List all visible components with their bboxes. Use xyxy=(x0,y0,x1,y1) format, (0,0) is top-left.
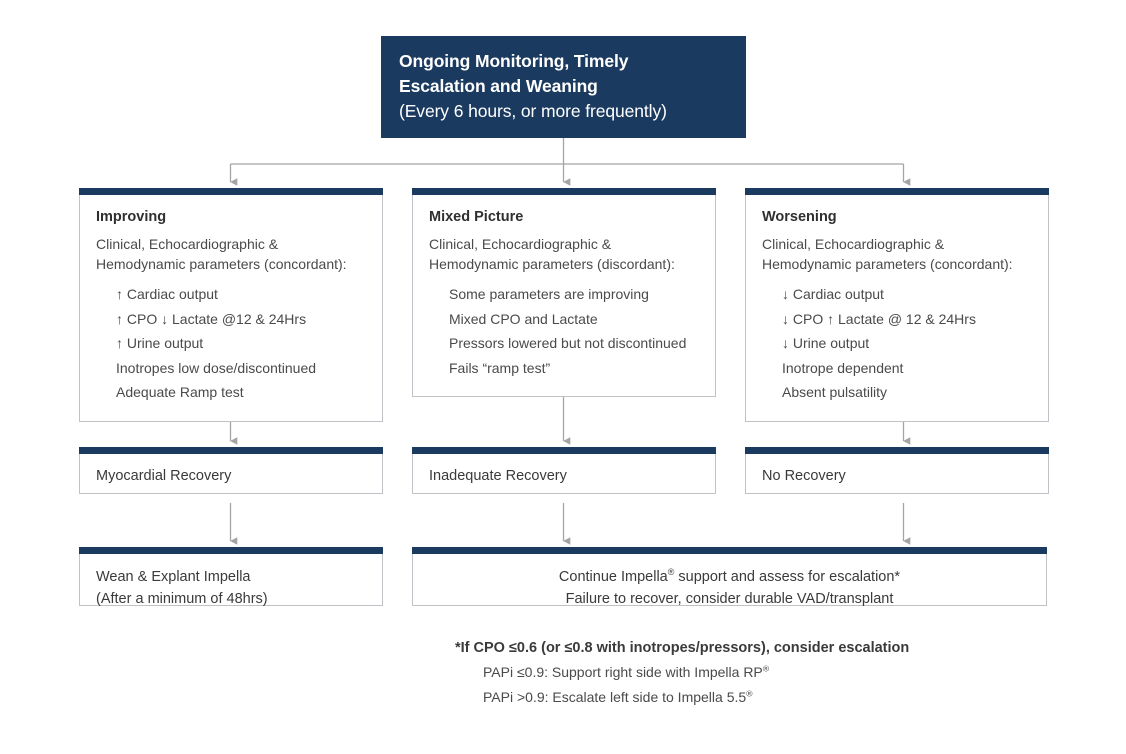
cap-bar xyxy=(79,188,383,195)
list-item: Absent pulsatility xyxy=(782,384,888,400)
header-line-2: Escalation and Weaning xyxy=(399,76,598,96)
header-line-1: Ongoing Monitoring, Timely xyxy=(399,51,629,71)
recovery-body: No Recovery xyxy=(745,454,1049,494)
recovery-body: Inadequate Recovery xyxy=(412,454,716,494)
criteria-box-mixed-picture: Mixed Picture Clinical, Echocardiographi… xyxy=(412,188,716,397)
criteria-box-worsening: Worsening Clinical, Echocardiographic & … xyxy=(745,188,1049,422)
footnote-sub-1-text: PAPi ≤0.9: Support right side with Impel… xyxy=(483,664,763,680)
cap-bar xyxy=(412,188,716,195)
outcome-body: Wean & Explant Impella (After a minimum … xyxy=(79,554,383,607)
footnote-sub-2: PAPi >0.9: Escalate left side to Impella… xyxy=(455,685,1055,710)
list-item: ↓ Cardiac output xyxy=(782,286,884,302)
criteria-body: Mixed Picture Clinical, Echocardiographi… xyxy=(412,195,716,397)
criteria-box-improving: Improving Clinical, Echocardiographic & … xyxy=(79,188,383,422)
list-item: Mixed CPO and Lactate xyxy=(449,310,598,327)
criteria-title: Improving xyxy=(96,209,167,225)
criteria-subtitle: Clinical, Echocardiographic & Hemodynami… xyxy=(96,236,347,272)
recovery-label: Myocardial Recovery xyxy=(96,468,232,484)
recovery-label: Inadequate Recovery xyxy=(429,468,567,484)
cap-bar xyxy=(79,547,383,554)
outcome-body: Continue Impella® support and assess for… xyxy=(412,554,1047,607)
cap-bar xyxy=(412,547,1047,554)
outcome-line-1-pre: Continue Impella xyxy=(558,569,668,585)
criteria-list: ↑ Cardiac output ↑ CPO ↓ Lactate @12 & 2… xyxy=(96,282,366,405)
footnote-main: *If CPO ≤0.6 (or ≤0.8 with inotropes/pre… xyxy=(455,640,910,656)
cap-bar xyxy=(745,447,1049,454)
criteria-subtitle: Clinical, Echocardiographic & Hemodynami… xyxy=(429,236,675,272)
recovery-label: No Recovery xyxy=(762,468,846,484)
list-item: Inotrope dependent xyxy=(782,359,904,376)
outcome-line-1: Continue Impella® support and assess for… xyxy=(429,566,1030,588)
outcome-box-continue-support: Continue Impella® support and assess for… xyxy=(412,547,1047,607)
criteria-body: Improving Clinical, Echocardiographic & … xyxy=(79,195,383,422)
recovery-body: Myocardial Recovery xyxy=(79,454,383,494)
cap-bar xyxy=(745,188,1049,195)
list-item: Some parameters are improving xyxy=(449,286,649,302)
recovery-box-inadequate: Inadequate Recovery xyxy=(412,447,716,494)
recovery-box-no-recovery: No Recovery xyxy=(745,447,1049,494)
list-item: ↓ CPO ↑ Lactate @ 12 & 24Hrs xyxy=(782,310,976,327)
list-item: ↑ Cardiac output xyxy=(116,286,218,302)
list-item: ↑ CPO ↓ Lactate @12 & 24Hrs xyxy=(116,310,307,327)
cap-bar xyxy=(79,447,383,454)
list-item: ↑ Urine output xyxy=(116,335,204,351)
list-item: Adequate Ramp test xyxy=(116,384,244,400)
criteria-title: Worsening xyxy=(762,209,837,225)
footnote-sub-1: PAPi ≤0.9: Support right side with Impel… xyxy=(455,660,1055,685)
registered-trademark-icon: ® xyxy=(667,567,675,578)
footnote-sub-2-text: PAPi >0.9: Escalate left side to Impella… xyxy=(483,689,747,705)
criteria-list: ↓ Cardiac output ↓ CPO ↑ Lactate @ 12 & … xyxy=(762,282,1032,405)
criteria-title: Mixed Picture xyxy=(429,209,524,225)
recovery-box-myocardial: Myocardial Recovery xyxy=(79,447,383,494)
header-line-3: (Every 6 hours, or more frequently) xyxy=(399,101,667,121)
list-item: ↓ Urine output xyxy=(782,335,870,351)
cap-bar xyxy=(412,447,716,454)
header-banner: Ongoing Monitoring, Timely Escalation an… xyxy=(381,36,746,138)
outcome-line-2: Failure to recover, consider durable VAD… xyxy=(565,591,894,607)
list-item: Inotropes low dose/discontinued xyxy=(116,359,317,376)
outcome-line-1-post: support and assess for escalation* xyxy=(674,569,901,585)
outcome-line-2: (After a minimum of 48hrs) xyxy=(96,591,268,607)
criteria-list: Some parameters are improving Mixed CPO … xyxy=(429,282,699,380)
list-item: Fails “ramp test” xyxy=(449,359,551,376)
outcome-line-1: Wean & Explant Impella xyxy=(96,569,251,585)
registered-trademark-icon: ® xyxy=(746,688,753,699)
list-item: Pressors lowered but not discontinued xyxy=(449,335,687,351)
criteria-body: Worsening Clinical, Echocardiographic & … xyxy=(745,195,1049,422)
footnote-block: *If CPO ≤0.6 (or ≤0.8 with inotropes/pre… xyxy=(455,636,1055,710)
registered-trademark-icon: ® xyxy=(762,663,770,674)
criteria-subtitle: Clinical, Echocardiographic & Hemodynami… xyxy=(762,236,1013,272)
outcome-box-wean-explant: Wean & Explant Impella (After a minimum … xyxy=(79,547,383,607)
